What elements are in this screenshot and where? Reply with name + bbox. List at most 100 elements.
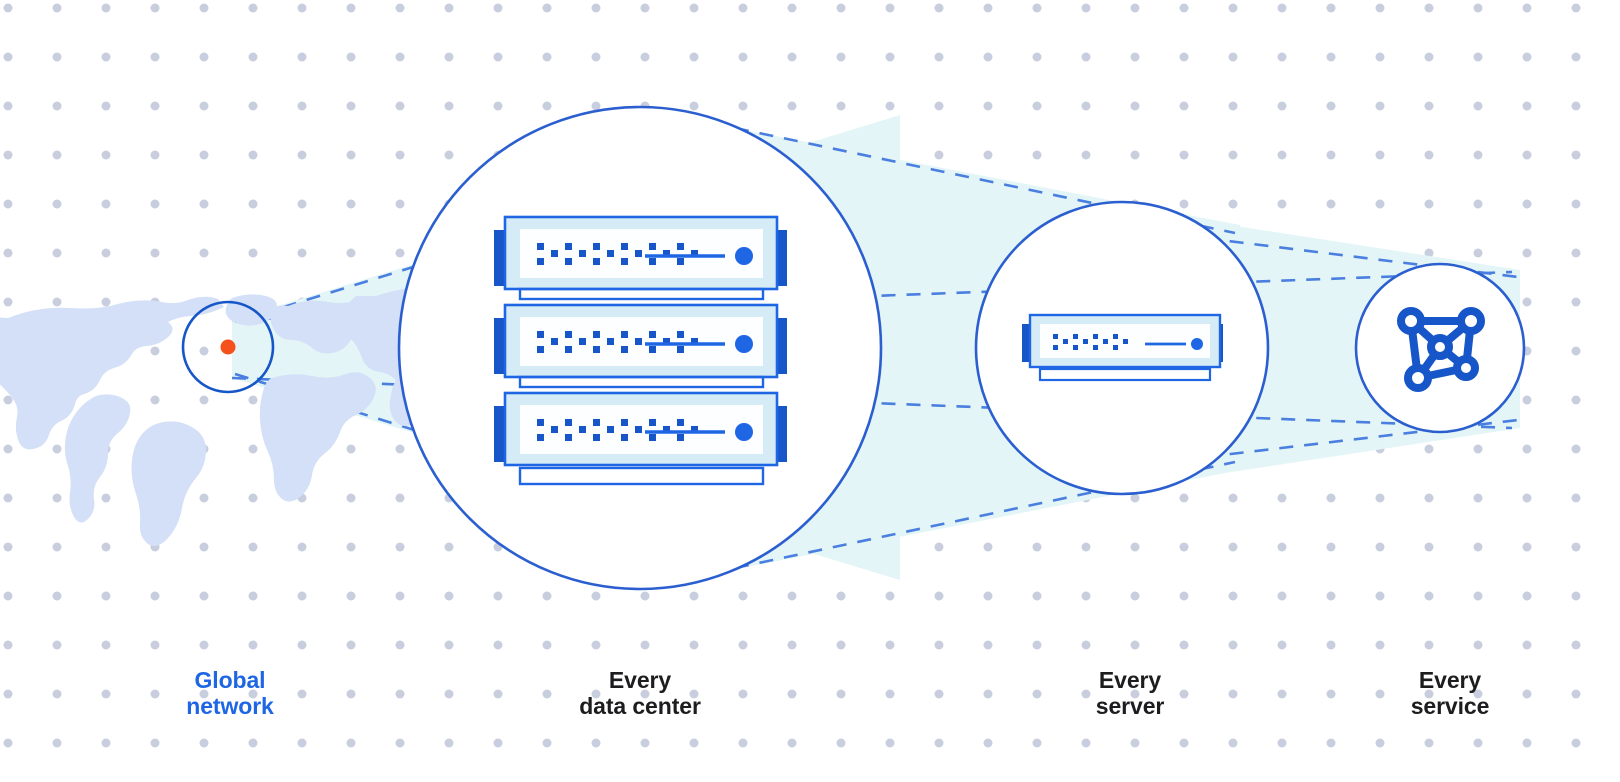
grid-dot xyxy=(346,689,356,699)
grid-dot xyxy=(248,689,258,699)
grid-dot xyxy=(983,52,993,62)
grid-dot xyxy=(1375,101,1385,111)
grid-dot xyxy=(52,591,62,601)
grid-dot xyxy=(1179,738,1189,748)
grid-dot xyxy=(3,150,13,160)
grid-dot xyxy=(1424,542,1434,552)
grid-dot xyxy=(1326,199,1336,209)
grid-dot xyxy=(395,542,405,552)
grid-dot xyxy=(346,738,356,748)
server-rack-icon xyxy=(494,215,787,486)
grid-dot xyxy=(591,591,601,601)
grid-dot xyxy=(1571,346,1581,356)
grid-dot xyxy=(248,444,258,454)
grid-dot xyxy=(983,3,993,13)
grid-dot xyxy=(1375,52,1385,62)
grid-dot xyxy=(1081,640,1091,650)
grid-dot xyxy=(52,640,62,650)
grid-dot xyxy=(983,591,993,601)
grid-dot xyxy=(1326,493,1336,503)
grid-dot xyxy=(1375,542,1385,552)
grid-dot xyxy=(3,444,13,454)
grid-dot xyxy=(787,3,797,13)
grid-dot xyxy=(1571,3,1581,13)
grid-dot xyxy=(297,199,307,209)
grid-dot xyxy=(542,689,552,699)
grid-dot xyxy=(1277,199,1287,209)
grid-dot xyxy=(199,150,209,160)
grid-dot xyxy=(934,3,944,13)
grid-dot xyxy=(542,3,552,13)
grid-dot xyxy=(1522,395,1532,405)
grid-dot xyxy=(150,101,160,111)
grid-dot xyxy=(101,640,111,650)
grid-dot xyxy=(1522,738,1532,748)
grid-dot xyxy=(52,493,62,503)
grid-dot xyxy=(101,542,111,552)
grid-dot xyxy=(493,591,503,601)
stage-every-service[interactable] xyxy=(1354,262,1526,434)
network-node-center xyxy=(1427,334,1453,360)
grid-dot xyxy=(1179,101,1189,111)
grid-dot xyxy=(738,101,748,111)
grid-dot xyxy=(1424,493,1434,503)
grid-dot xyxy=(542,591,552,601)
grid-dot xyxy=(1032,738,1042,748)
grid-dot xyxy=(640,640,650,650)
grid-dot xyxy=(542,52,552,62)
grid-dot xyxy=(1130,542,1140,552)
grid-dot xyxy=(150,640,160,650)
grid-dot xyxy=(3,395,13,405)
grid-dot xyxy=(346,101,356,111)
grid-dot xyxy=(150,738,160,748)
grid-dot xyxy=(1424,3,1434,13)
rack-unit-3-led-matrix xyxy=(537,419,698,441)
grid-dot xyxy=(395,640,405,650)
grid-dot xyxy=(248,591,258,601)
grid-dot xyxy=(591,101,601,111)
grid-dot xyxy=(1228,150,1238,160)
grid-dot xyxy=(52,52,62,62)
grid-dot xyxy=(1375,689,1385,699)
grid-dot xyxy=(1473,640,1483,650)
grid-dot xyxy=(640,689,650,699)
grid-dot xyxy=(1032,542,1042,552)
grid-dot xyxy=(1473,689,1483,699)
grid-dot xyxy=(101,3,111,13)
grid-dot xyxy=(3,52,13,62)
grid-dot xyxy=(52,3,62,13)
grid-dot xyxy=(1571,444,1581,454)
grid-dot xyxy=(1032,101,1042,111)
grid-dot xyxy=(885,3,895,13)
grid-dot xyxy=(591,738,601,748)
grid-dot xyxy=(150,591,160,601)
grid-dot xyxy=(983,542,993,552)
rack-unit-3-status-led xyxy=(735,423,753,441)
grid-dot xyxy=(836,52,846,62)
grid-dot xyxy=(1277,689,1287,699)
grid-dot xyxy=(1571,150,1581,160)
grid-dot xyxy=(52,444,62,454)
grid-dot xyxy=(934,738,944,748)
grid-dot xyxy=(1326,738,1336,748)
map-highlight-circle[interactable] xyxy=(181,300,275,394)
grid-dot xyxy=(3,3,13,13)
grid-dot xyxy=(1522,248,1532,258)
grid-dot xyxy=(3,640,13,650)
stage-every-data-center[interactable] xyxy=(397,105,883,591)
stage-every-server[interactable] xyxy=(974,200,1270,496)
grid-dot xyxy=(150,248,160,258)
grid-dot xyxy=(52,101,62,111)
grid-dot xyxy=(1473,591,1483,601)
grid-dot xyxy=(444,3,454,13)
grid-dot xyxy=(934,52,944,62)
rack-unit-1-led-matrix xyxy=(537,243,698,265)
grid-dot xyxy=(1522,150,1532,160)
grid-dot xyxy=(934,150,944,160)
grid-dot xyxy=(297,150,307,160)
grid-dot xyxy=(395,3,405,13)
map-location-dot xyxy=(220,339,236,355)
grid-dot xyxy=(199,395,209,405)
grid-dot xyxy=(52,150,62,160)
